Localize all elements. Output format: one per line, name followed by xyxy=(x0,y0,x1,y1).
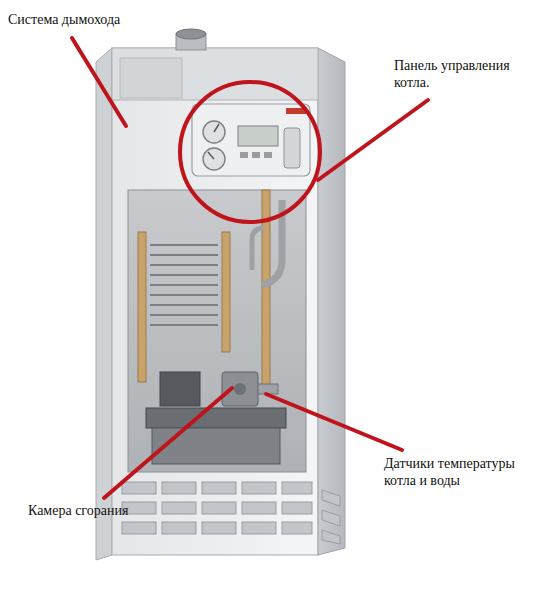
combustion-chamber xyxy=(128,190,306,472)
part-label: Панель управления котла. xyxy=(394,58,544,92)
gas-pipe xyxy=(262,200,282,285)
leader-line xyxy=(266,394,402,450)
vent-grille xyxy=(122,482,340,544)
flue-pipe-top xyxy=(176,29,206,39)
control-dial xyxy=(203,148,225,170)
leader-line xyxy=(72,38,126,126)
pipe xyxy=(138,232,146,382)
part-label: Система дымохода xyxy=(8,12,208,29)
gas-valve xyxy=(222,372,258,406)
leader-lines xyxy=(72,38,428,498)
boiler-right-side xyxy=(318,48,345,555)
boiler-left-side xyxy=(96,48,112,560)
leader-line xyxy=(104,388,232,498)
boiler-front xyxy=(112,48,318,555)
control-display xyxy=(238,126,278,146)
burner xyxy=(146,408,286,428)
burner-base xyxy=(152,428,280,464)
flue-box xyxy=(120,58,182,98)
pipe xyxy=(222,232,230,352)
part-label: Датчики температуры котла и воды xyxy=(384,456,516,490)
part-label: Камера сгорания xyxy=(28,503,228,520)
control-panel xyxy=(192,104,310,176)
heat-exchanger-fins xyxy=(150,245,218,325)
leader-line xyxy=(318,100,428,180)
control-dial xyxy=(203,121,225,143)
control-cover xyxy=(284,128,300,168)
highlight-circle xyxy=(180,82,320,222)
